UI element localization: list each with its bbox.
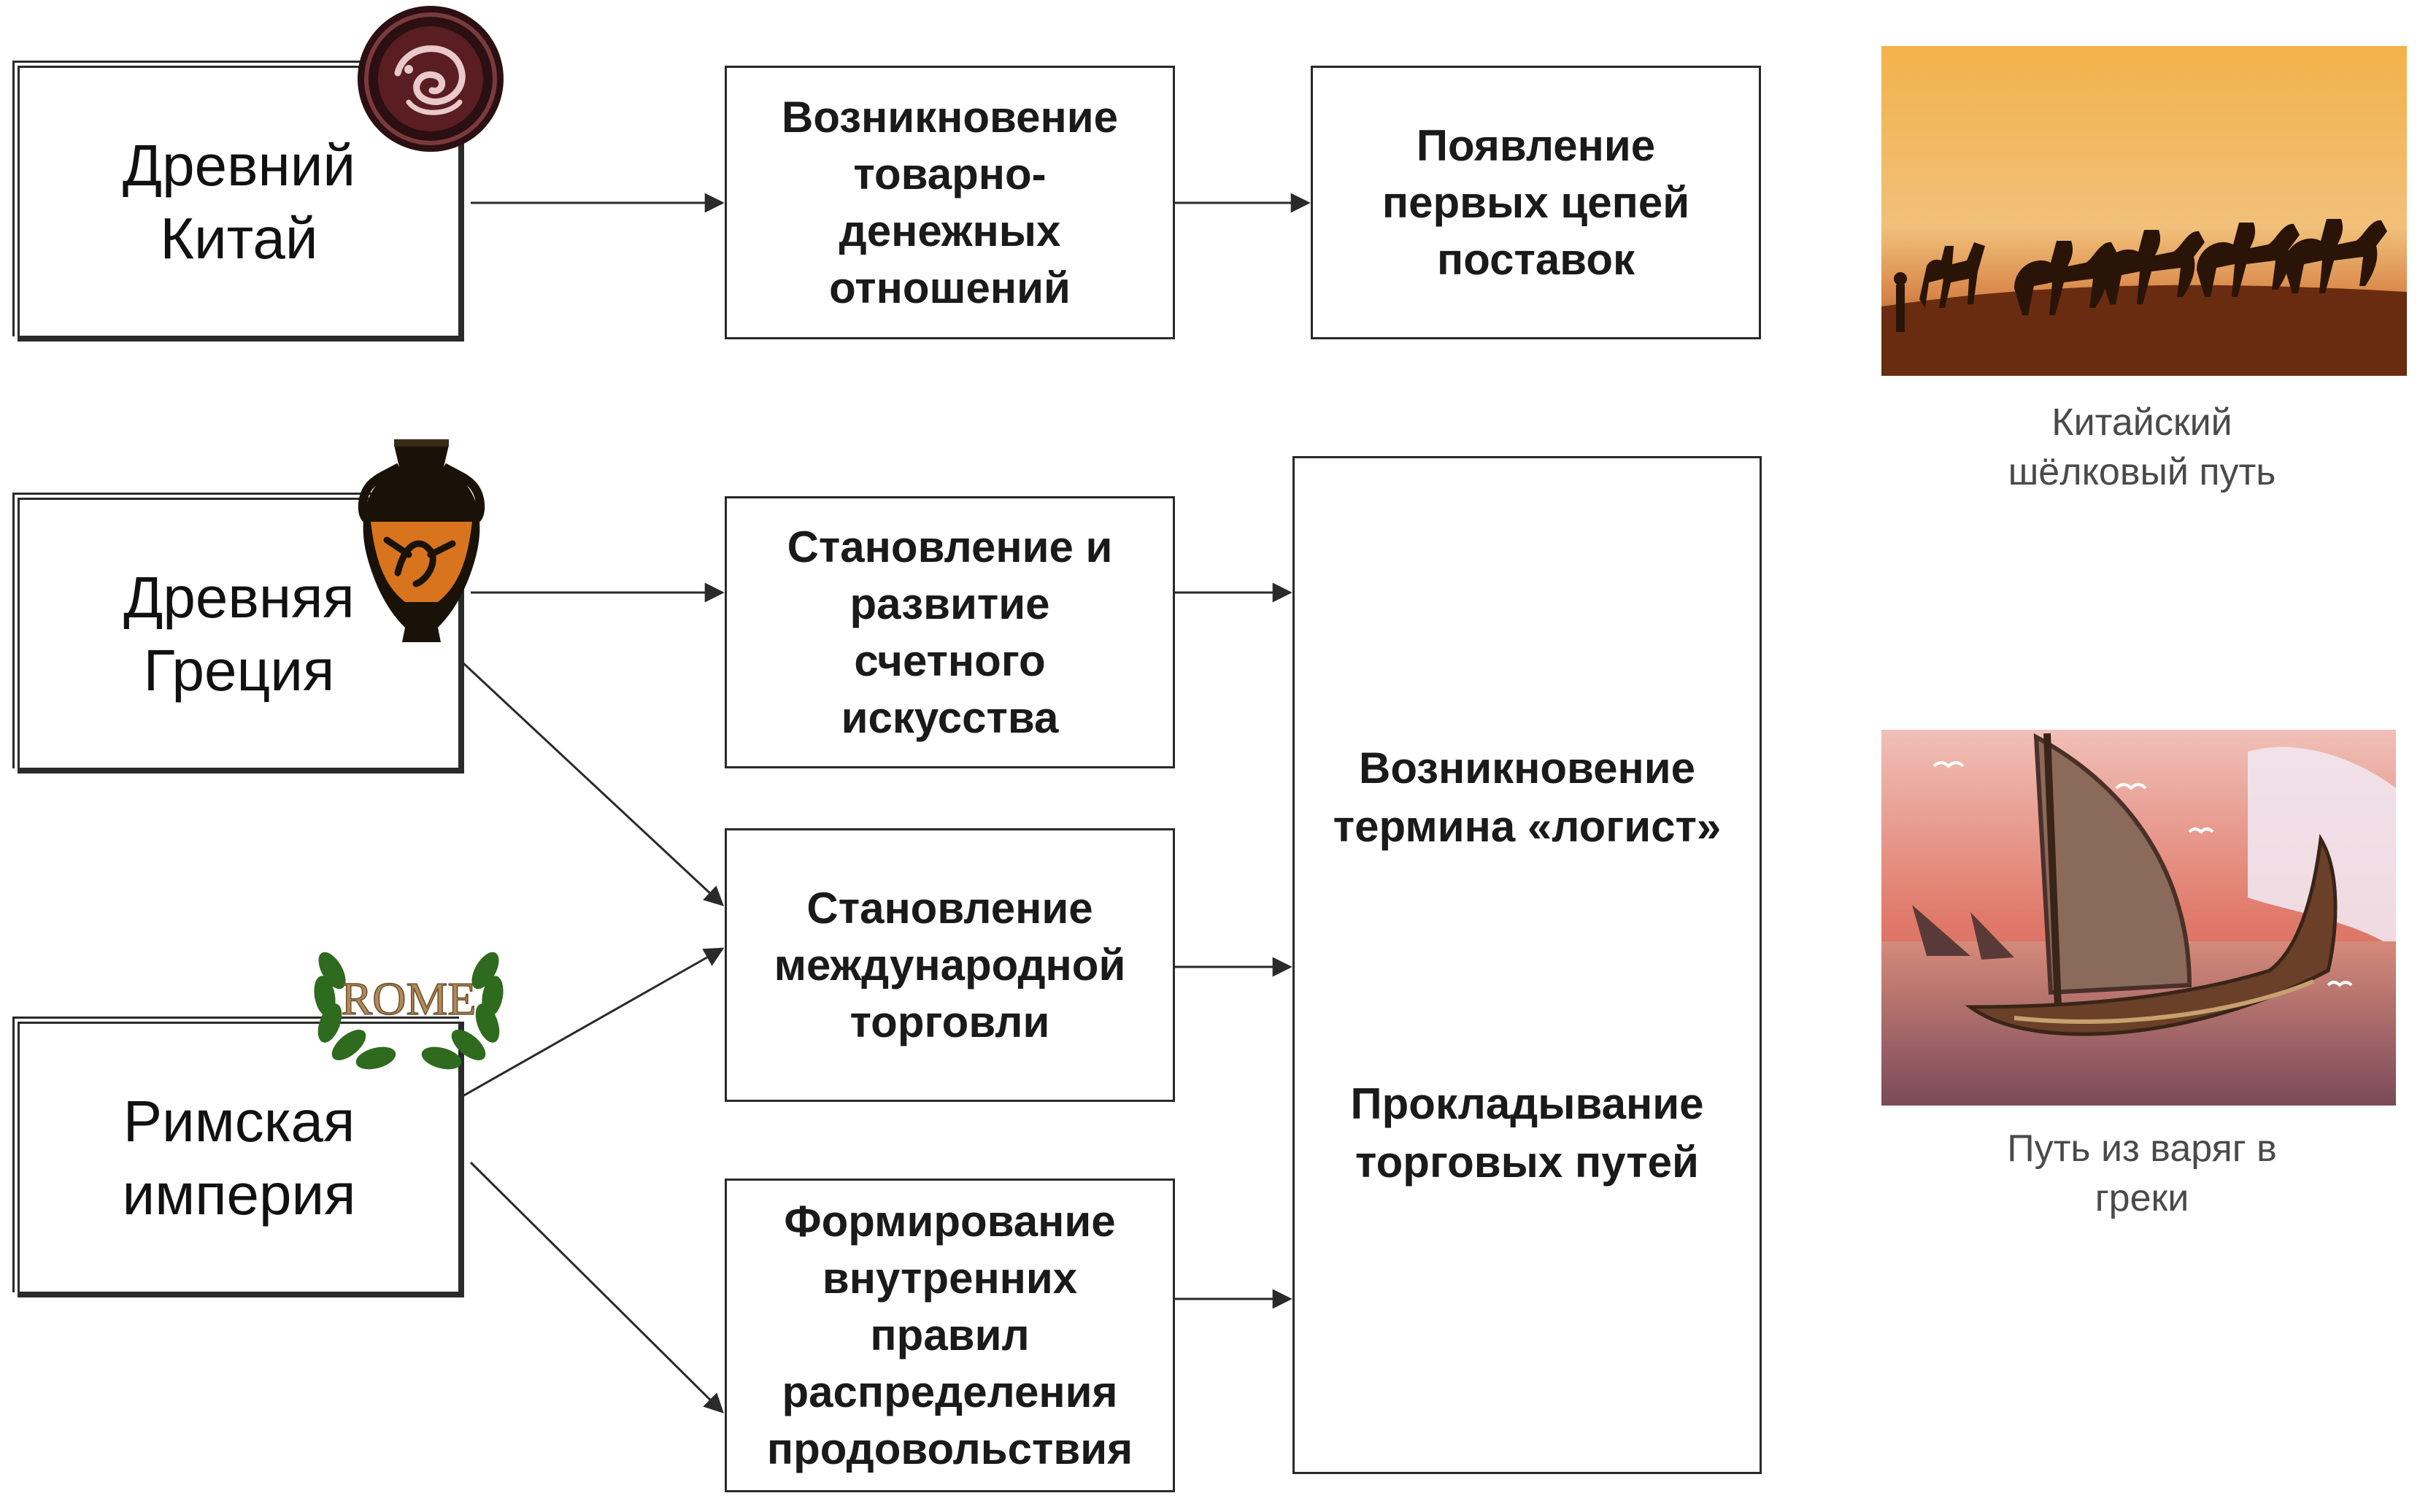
source-label-rome: Римская империя: [122, 1088, 356, 1227]
camel-caravan-silhouette: [1894, 219, 2387, 332]
result-label-routes: Прокладывание торговых путей: [1350, 1079, 1704, 1187]
step-box-money-relations: Возникновение товарно-денежных отношений: [725, 66, 1175, 339]
source-label-greece: Древняя Греция: [123, 564, 355, 703]
rome-logo-text: ROME: [342, 973, 477, 1025]
step-box-food-rules: Формирование внутренних правил распредел…: [725, 1179, 1175, 1492]
step-label-intl-trade: Становление международной торговли: [774, 883, 1126, 1046]
step-label-money-relations: Возникновение товарно-денежных отношений: [781, 92, 1118, 312]
step-box-supply-chains: Появление первых цепей поставок: [1311, 66, 1761, 339]
result-box: Возникновение термина «логист» Прокладыв…: [1292, 456, 1762, 1474]
step-label-food-rules: Формирование внутренних правил распредел…: [766, 1197, 1133, 1473]
source-label-china: Древний Китай: [122, 132, 356, 271]
arrow-rome-to-trade: [452, 947, 725, 1103]
source-box-rome: Римская империя: [18, 1022, 464, 1297]
caption-varangians: Путь из варяг в греки: [2007, 1127, 2277, 1219]
step-box-intl-trade: Становление международной торговли: [725, 828, 1175, 1102]
caption-silk-road: Китайский шёлковый путь: [2008, 401, 2276, 493]
arrow-rome-to-food: [469, 1161, 724, 1413]
step-label-supply-chains: Появление первых цепей поставок: [1382, 120, 1690, 284]
arrow-greece-to-trade: [451, 652, 724, 906]
step-label-counting-art: Становление и развитие счетного искусств…: [787, 522, 1113, 742]
viking-ship-silhouette: [1912, 733, 2338, 1036]
result-label-term: Возникновение термина «логист»: [1333, 743, 1722, 851]
step-box-counting-art: Становление и развитие счетного искусств…: [725, 496, 1175, 768]
seagulls: [1932, 761, 2353, 987]
